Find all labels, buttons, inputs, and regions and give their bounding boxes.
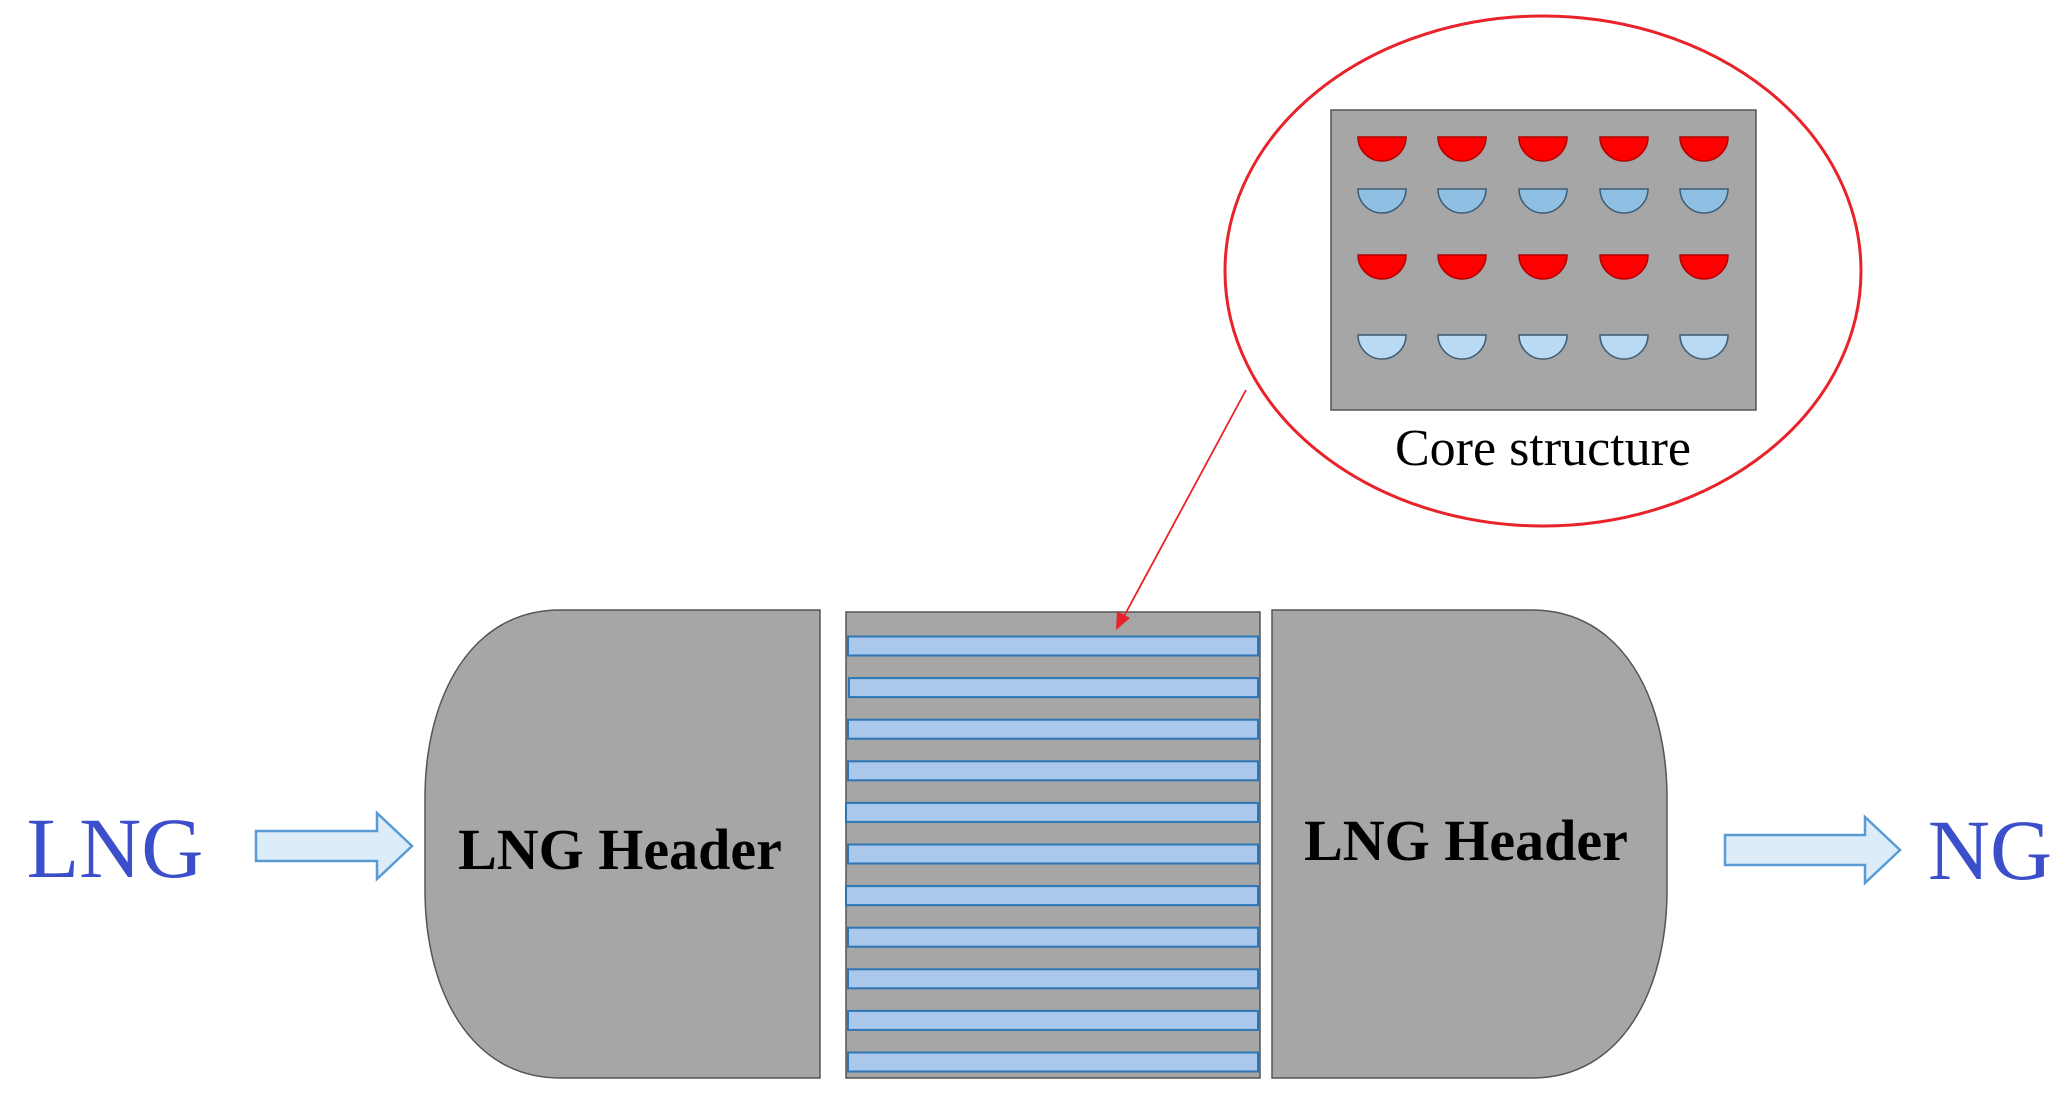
cold-channel-icon (1679, 188, 1729, 214)
hot-channel-icon (1437, 136, 1487, 162)
core-channels (845, 635, 1259, 1073)
hot-channel-icon (1518, 136, 1568, 162)
core-channel (848, 677, 1259, 699)
cold-channel-icon (1518, 334, 1568, 360)
core-channel (847, 1051, 1259, 1073)
core-channel (847, 926, 1259, 948)
cold-channel-icon (1599, 334, 1649, 360)
hot-channel-icon (1437, 254, 1487, 280)
right-header-body (1271, 609, 1668, 1079)
hot-channel-icon (1599, 136, 1649, 162)
hot-channel-icon (1679, 254, 1729, 280)
cold-channel-icon (1599, 188, 1649, 214)
cold-channel-icon (1437, 334, 1487, 360)
cold-channel-icon (1437, 188, 1487, 214)
hot-channel-icon (1679, 136, 1729, 162)
core-channel-grid (1357, 136, 1729, 360)
inlet-arrow-icon (254, 810, 414, 882)
core-channel (847, 635, 1259, 657)
cold-channel-icon (1518, 188, 1568, 214)
outlet-label: NG (1928, 802, 2052, 898)
left-header-label: LNG Header (458, 817, 782, 882)
core-channel (847, 843, 1259, 865)
right-header-label: LNG Header (1304, 808, 1628, 873)
cold-channel-icon (1357, 334, 1407, 360)
core-channel (847, 760, 1259, 782)
cold-channel-icon (1357, 188, 1407, 214)
core-structure-caption: Core structure (1395, 420, 1691, 477)
hot-channel-icon (1357, 136, 1407, 162)
inlet-label: LNG (27, 800, 204, 896)
cold-channel-icon (1679, 334, 1729, 360)
callout-arrowhead-icon (1116, 611, 1130, 630)
core-channel (847, 968, 1259, 990)
hot-channel-icon (1518, 254, 1568, 280)
core-channel (847, 1009, 1259, 1031)
left-header-body (424, 609, 821, 1079)
core-channel (845, 801, 1259, 823)
core-channel (847, 718, 1259, 740)
outlet-arrow-icon (1723, 814, 1902, 886)
hot-channel-icon (1599, 254, 1649, 280)
callout-leader-line (1121, 389, 1247, 621)
core-callout-ellipse (1223, 14, 1863, 528)
core-channel (845, 885, 1259, 907)
hot-channel-icon (1357, 254, 1407, 280)
